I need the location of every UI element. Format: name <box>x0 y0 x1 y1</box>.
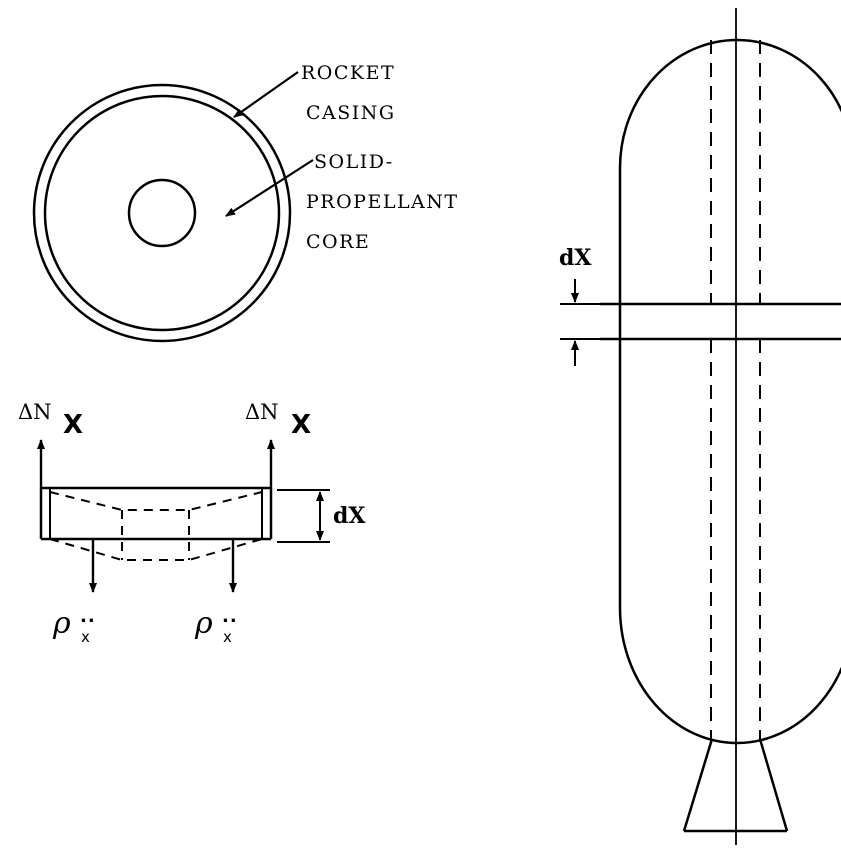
core-label-line3: CORE <box>306 231 371 253</box>
rocket-body <box>600 38 841 745</box>
rho-ddot-right: .. <box>222 606 238 627</box>
delta-n-text: ΔN <box>245 400 279 424</box>
element-dimension <box>277 489 330 543</box>
rho-subscript-left: x <box>81 628 90 646</box>
delta-n-subscript-left: X <box>63 410 84 440</box>
rho-label-right: ρ <box>195 606 213 641</box>
element-force-arrows <box>37 439 275 593</box>
casing-outer-circle <box>32 83 292 343</box>
casing-leader-arrow <box>233 71 299 118</box>
rho-label-left: ρ <box>53 606 71 641</box>
delta-n-label-left: ΔN <box>18 400 52 424</box>
rocket-core-dashed <box>710 40 761 740</box>
dx-label-rocket: dX <box>559 245 592 271</box>
element-dashed-core <box>49 491 263 561</box>
dx-label-element: dX <box>333 503 366 529</box>
cross-section <box>32 83 292 343</box>
delta-n-label-right: ΔN <box>245 400 279 424</box>
core-label-line1: SOLID- <box>314 151 394 173</box>
leader-lines <box>225 71 314 217</box>
casing-label-line2: CASING <box>306 102 396 124</box>
rocket-dimension <box>560 279 600 366</box>
rho-subscript-right: x <box>223 628 232 646</box>
delta-n-subscript-right: X <box>291 410 312 440</box>
delta-n-text: ΔN <box>18 400 52 424</box>
casing-label-line1: ROCKET <box>301 62 396 84</box>
casing-inner-circle <box>43 94 281 332</box>
core-label-line2: PROPELLANT <box>306 191 459 213</box>
propellant-element <box>39 486 273 541</box>
core-bore-circle <box>127 178 197 248</box>
core-leader-arrow <box>225 159 314 217</box>
rho-ddot-left: .. <box>80 606 96 627</box>
